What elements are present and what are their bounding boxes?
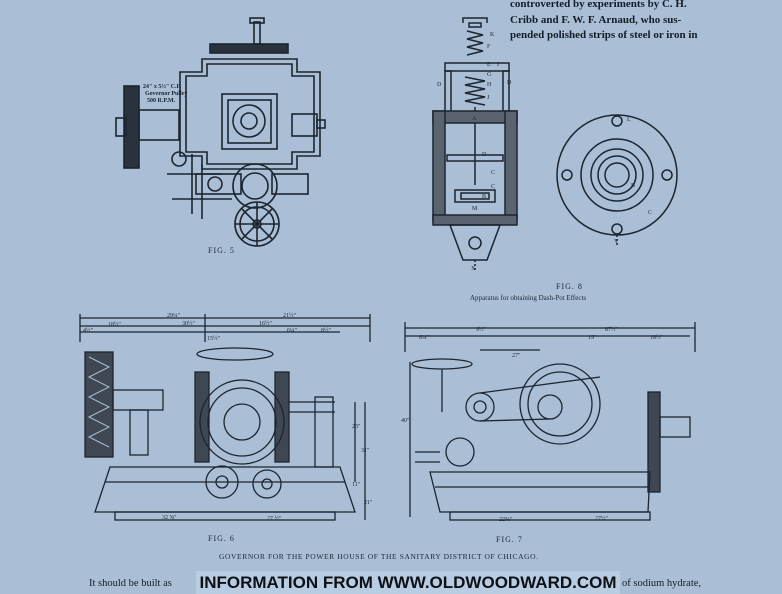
fig6-drawing	[79, 314, 371, 521]
fig7-caption: FIG. 7	[496, 535, 523, 544]
paragraph-line-2: Cribb and F. W. F. Arnaud, who sus-	[510, 14, 682, 26]
fig6-dim-9: 15½"	[207, 336, 220, 342]
fig6-dim-5: 16½"	[259, 321, 272, 327]
fig5-pulley-label-3: 500 R.P.M.	[147, 98, 176, 104]
fig7-dim-2: 87½"	[605, 327, 618, 333]
fig6-dim-2: 21½"	[283, 313, 296, 319]
fig8-letter-a: A	[472, 116, 477, 122]
fig7-drawing	[404, 322, 696, 521]
fig8-letter-b: B	[482, 194, 487, 200]
fig7-dim-1: 9½"	[476, 327, 486, 333]
fig8-caption: FIG. 8	[556, 282, 583, 291]
fig8-letter-c-flange: C	[648, 210, 653, 216]
fig7-dim-6: 27"	[512, 353, 521, 359]
main-caption: GOVERNOR FOR THE POWER HOUSE OF THE SANI…	[219, 552, 539, 561]
fig8-letter-k: K	[490, 32, 495, 38]
fig8-letter-c-1: C	[491, 170, 496, 176]
fig6-dim-12: 11"	[352, 482, 361, 488]
fig6-dim-1: 29¼"	[167, 313, 180, 319]
fig6-dim-8: 8½"	[321, 328, 331, 334]
fig8-letter-d-left: D	[437, 82, 442, 88]
fig8-letter-e: E	[487, 62, 491, 68]
fig8-flange-drawing	[556, 114, 678, 245]
bottom-text-right: of sodium hydrate,	[622, 578, 702, 589]
fig5-pulley-label-2: Governor Pulley	[145, 91, 188, 97]
fig7-dim-4: 19"	[588, 335, 597, 341]
fig8-letter-d-inner: D	[482, 152, 487, 158]
fig5-pulley-label-1: 24" x 5½" C.F.	[143, 84, 182, 90]
fig6-dim-14: 32 ⅝"	[162, 515, 177, 521]
fig8-letter-l: L	[627, 117, 631, 123]
fig7-dim-9: 40"	[401, 418, 410, 424]
fig7-dim-3: 6¼"	[419, 335, 429, 341]
fig5-caption: FIG. 5	[208, 246, 235, 255]
fig6-dim-6: 4½"	[83, 328, 93, 334]
fig6-dim-11: 31"	[361, 448, 370, 454]
fig8-letter-i: I	[497, 62, 499, 68]
fig6-caption: FIG. 6	[208, 534, 235, 543]
fig7-dim-5: 18½"	[650, 335, 663, 341]
fig8-letter-d-right: D	[507, 80, 512, 86]
bottom-text-left: It should be built as	[89, 578, 172, 589]
fig8-letter-m: M	[472, 206, 478, 212]
fig6-dim-3: 18½"	[108, 322, 121, 328]
fig7-dim-8: 27½"	[595, 516, 608, 522]
fig8-letter-c-2: C	[491, 184, 496, 190]
fig8-letter-x: X	[471, 266, 476, 272]
fig8-letter-g: G	[487, 72, 492, 78]
watermark-banner: INFORMATION FROM WWW.OLDWOODWARD.COM	[196, 571, 620, 594]
fig6-dim-7: 6¼"	[287, 328, 297, 334]
fig5-drawing	[115, 17, 326, 247]
paragraph-line-3: pended polished strips of steel or iron …	[510, 29, 698, 41]
fig8-letter-y: Y	[614, 239, 619, 245]
paragraph-line-1: controverted by experiments by C. H.	[510, 0, 687, 10]
fig8-subcaption: Apparatus for obtaining Dash-Pot Effects	[470, 294, 587, 302]
fig8-dashpot-drawing	[432, 17, 518, 270]
fig6-dim-13: 21"	[364, 500, 373, 506]
fig6-dim-15: 27 ½"	[267, 516, 282, 522]
fig7-dim-7: 22⅝"	[499, 517, 512, 523]
fig6-dim-4: 30½"	[182, 321, 195, 327]
fig8-letter-b-flange: B	[631, 183, 636, 189]
fig6-dim-10: 23"	[352, 424, 361, 430]
fig8-letter-h: H	[487, 82, 492, 88]
fig8-letter-f: F	[487, 44, 491, 50]
fig8-letter-j: J	[487, 95, 490, 101]
